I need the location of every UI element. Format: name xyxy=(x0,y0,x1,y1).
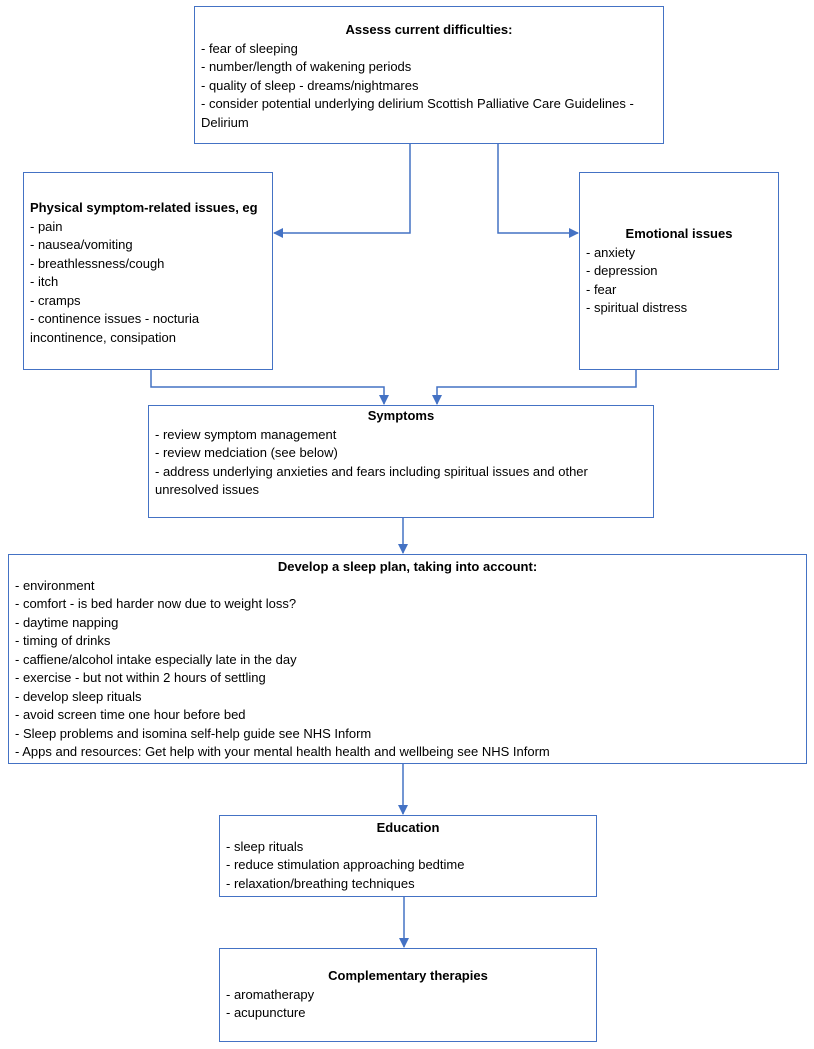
list-item: - reduce stimulation approaching bedtime xyxy=(226,857,465,872)
education-title: Education xyxy=(376,820,440,835)
list-item: - address underlying anxieties and fears… xyxy=(155,463,588,498)
arrow-physical-to-symptoms xyxy=(150,370,389,405)
education-box: Education - sleep rituals - reduce stimu… xyxy=(219,815,597,897)
symptoms-list: - review symptom management - review med… xyxy=(155,426,647,500)
list-item: - aromatherapy xyxy=(226,986,315,1002)
arrow-assess-to-emotional xyxy=(497,144,579,238)
list-item: - continence issues - nocturia incontine… xyxy=(30,311,200,345)
list-item: - cramps xyxy=(30,292,81,308)
education-list: - sleep rituals - reduce stimulation app… xyxy=(226,838,590,894)
assess-difficulties-list: - fear of sleeping - number/length of wa… xyxy=(201,40,657,133)
assess-difficulties-box: Assess current difficulties: - fear of s… xyxy=(194,6,664,144)
arrow-assess-to-physical xyxy=(273,144,411,238)
emotional-issues-title: Emotional issues xyxy=(625,226,733,241)
list-item: - timing of drinks xyxy=(15,633,111,648)
list-item: - Sleep problems and isomina self-help g… xyxy=(15,725,372,741)
list-item: - pain xyxy=(30,218,63,234)
list-item: - sleep rituals xyxy=(226,838,304,854)
list-item: - anxiety xyxy=(586,244,636,260)
list-item: - caffiene/alcohol intake especially lat… xyxy=(15,651,297,667)
list-item: - avoid screen time one hour before bed xyxy=(15,707,246,722)
list-item: - fear xyxy=(586,281,617,297)
list-item: - Apps and resources: Get help with your… xyxy=(15,744,550,759)
sleep-plan-list: - environment - comfort - is bed harder … xyxy=(15,577,800,762)
emotional-issues-list: - anxiety - depression - fear - spiritua… xyxy=(586,244,772,318)
list-item: - depression xyxy=(586,263,658,278)
list-item: - nausea/vomiting xyxy=(30,237,133,252)
list-item: - review medciation (see below) xyxy=(155,445,338,460)
sleep-plan-box: Develop a sleep plan, taking into accoun… xyxy=(8,554,807,764)
list-item: - review symptom management xyxy=(155,426,337,442)
list-item: - consider potential underlying delirium… xyxy=(201,96,634,130)
list-item: - relaxation/breathing techniques xyxy=(226,875,415,891)
symptoms-box: Symptoms - review symptom management - r… xyxy=(148,405,654,518)
list-item: - acupuncture xyxy=(226,1005,306,1020)
list-item: - fear of sleeping xyxy=(201,40,298,56)
arrow-emotional-to-symptoms xyxy=(432,370,637,405)
complementary-therapies-list: - aromatherapy - acupuncture xyxy=(226,986,590,1023)
symptoms-title: Symptoms xyxy=(367,408,435,423)
complementary-therapies-title: Complementary therapies xyxy=(328,968,488,983)
physical-issues-title: Physical symptom-related issues, eg xyxy=(30,200,258,215)
list-item: - number/length of wakening periods xyxy=(201,59,412,74)
list-item: - quality of sleep - dreams/nightmares xyxy=(201,77,419,93)
physical-issues-list: - pain - nausea/vomiting - breathlessnes… xyxy=(30,218,266,348)
list-item: - develop sleep rituals xyxy=(15,688,142,704)
sleep-plan-title: Develop a sleep plan, taking into accoun… xyxy=(277,559,538,574)
list-item: - comfort - is bed harder now due to wei… xyxy=(15,596,297,611)
emotional-issues-box: Emotional issues - anxiety - depression … xyxy=(579,172,779,370)
list-item: - itch xyxy=(30,274,59,289)
list-item: - daytime napping xyxy=(15,614,119,630)
complementary-therapies-box: Complementary therapies - aromatherapy -… xyxy=(219,948,597,1042)
list-item: - exercise - but not within 2 hours of s… xyxy=(15,670,266,685)
list-item: - environment xyxy=(15,577,95,593)
list-item: - breathlessness/cough xyxy=(30,255,165,271)
physical-issues-box: Physical symptom-related issues, eg - pa… xyxy=(23,172,273,370)
list-item: - spiritual distress xyxy=(586,300,688,315)
assess-difficulties-title: Assess current difficulties: xyxy=(345,22,513,37)
